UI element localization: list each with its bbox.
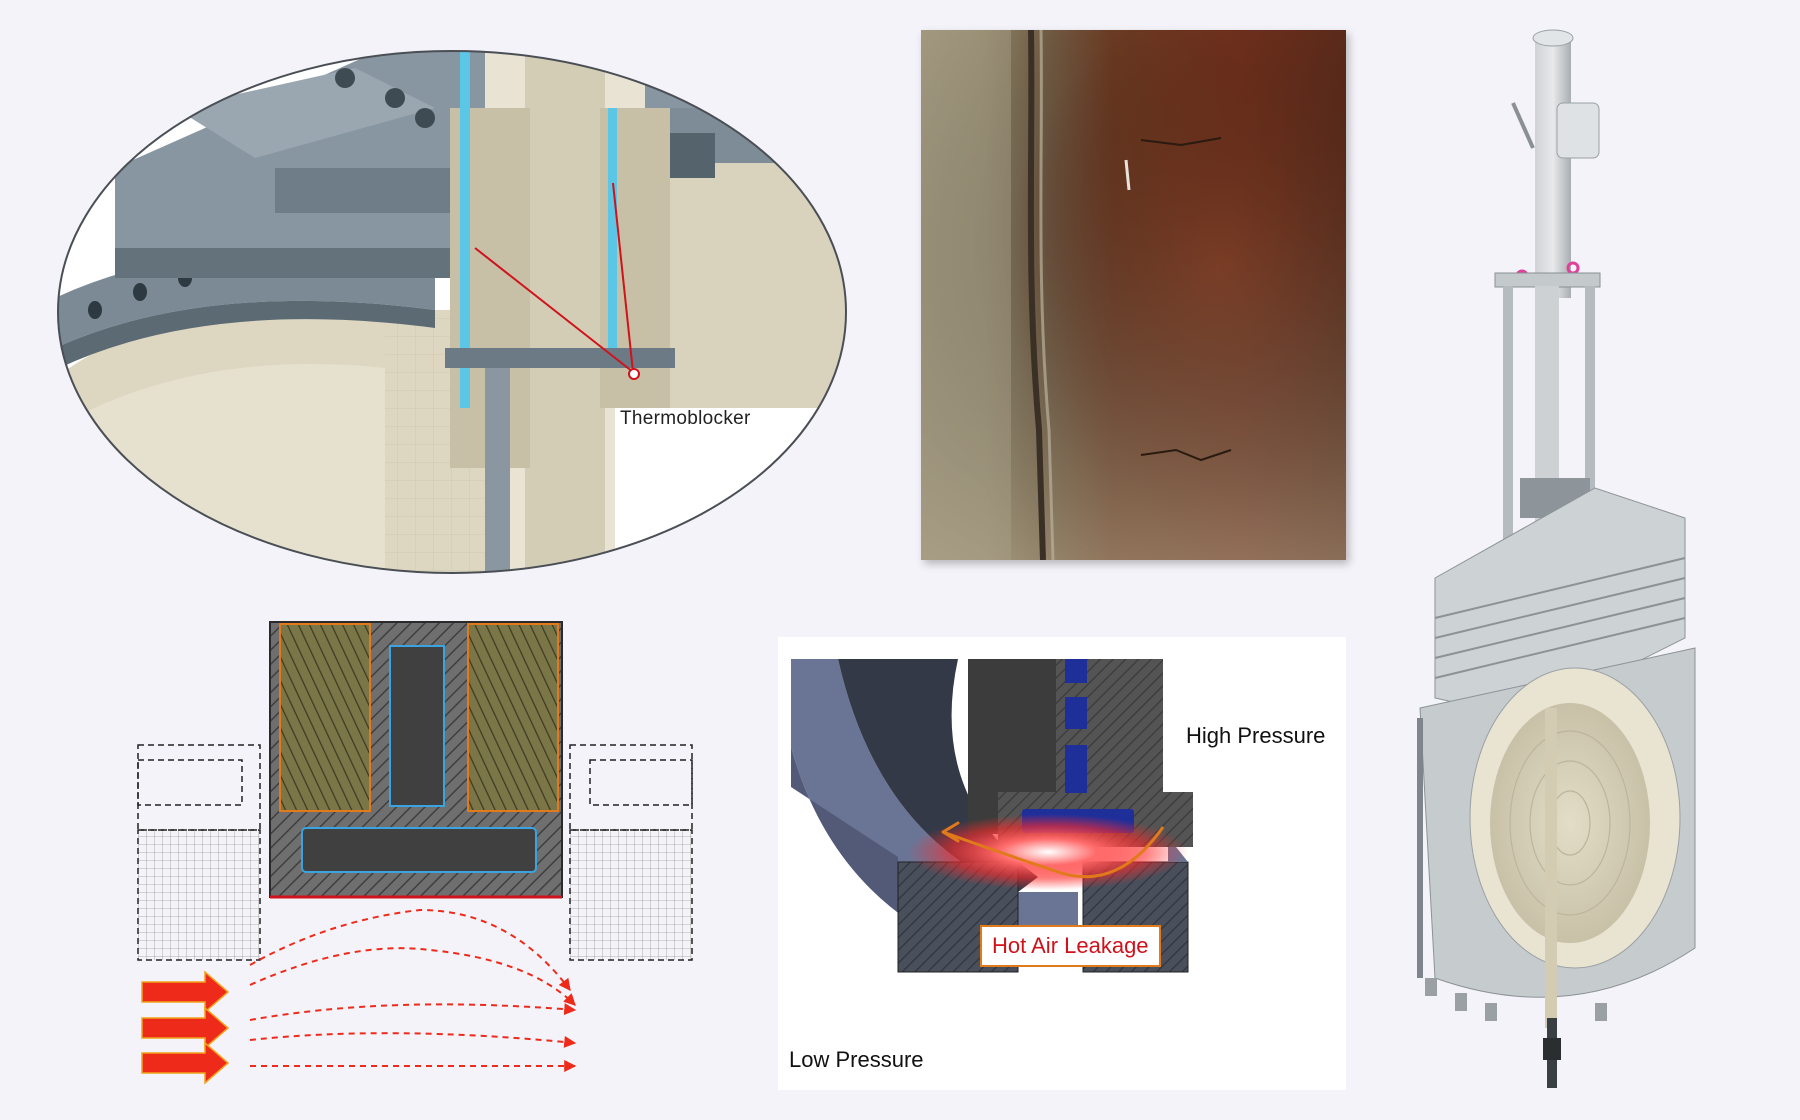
flow-line-2 [249,947,576,1006]
corroded-surface-photo [921,30,1346,560]
gate-flow-cross-section [130,620,710,1090]
right-arrow-icon [141,1041,230,1085]
flow-line-3 [249,1003,577,1021]
right-arrow-icon [141,970,230,1014]
high-pressure-label: High Pressure [1186,723,1326,748]
right-arrow-icon [141,1006,230,1050]
flow-cross-section-drawing [137,621,693,1085]
hot-air-leakage-section [778,637,1346,1090]
low-pressure-label: Low Pressure [789,1047,924,1072]
corrosion-photo-rendering [921,30,1346,560]
thermoblocker-detail-view [55,48,850,576]
thermoblocker-detail-drawing [57,50,847,574]
hot-air-leakage-label: Hot Air Leakage [980,925,1161,967]
knife-gate-valve-model [1395,18,1720,1103]
thermoblocker-label: Thermoblocker [620,408,751,429]
knife-gate-valve-drawing [1417,29,1696,1088]
flow-line-1 [249,908,571,991]
leakage-section-drawing [791,659,1193,973]
flow-line-4 [249,1032,577,1048]
